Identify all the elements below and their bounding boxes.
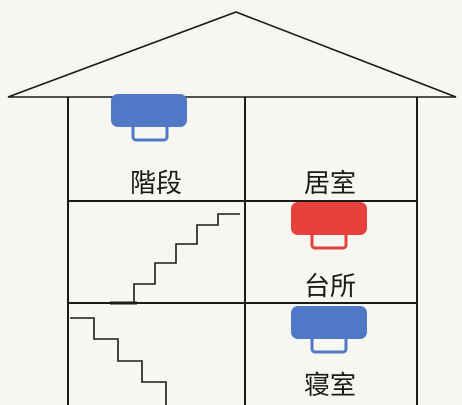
room-label-living: 居室 <box>304 169 356 199</box>
room-label-kitchen: 台所 <box>304 272 356 302</box>
smoke-detector-icon <box>111 94 187 142</box>
staircase-upper <box>113 213 240 304</box>
smoke-detector-icon <box>291 202 367 250</box>
room-label-bedroom: 寝室 <box>304 371 356 401</box>
staircase-lower <box>70 317 167 405</box>
roof <box>7 11 457 98</box>
smoke-detector-icon <box>291 306 367 354</box>
room-label-stairs: 階段 <box>130 169 182 199</box>
